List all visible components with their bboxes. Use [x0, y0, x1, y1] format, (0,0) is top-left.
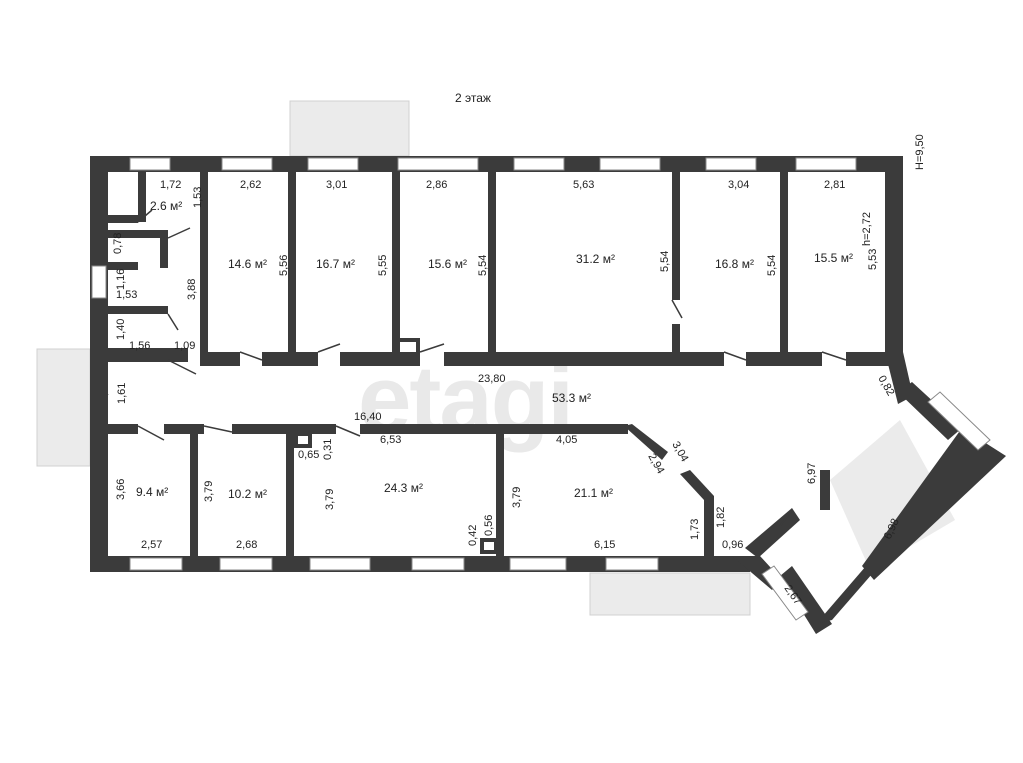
- dim-6-53: 6,53: [380, 434, 401, 446]
- dim-3-04: 3,04: [728, 179, 749, 191]
- dim-2-81: 2,81: [824, 179, 845, 191]
- dim-3-88: 3,88: [186, 279, 198, 300]
- dim-1-09: 1,09: [174, 340, 195, 352]
- dimension-labels: 1,72 1,53 1,56 1,09 2,62 3,01 2,86 5,63 …: [116, 179, 845, 551]
- dim-2-86: 2,86: [426, 179, 447, 191]
- height-total: H=9,50: [914, 134, 926, 170]
- balcony-left: [36, 348, 91, 467]
- dim-1-73: 1,73: [689, 519, 701, 540]
- dim-16-40: 16,40: [354, 411, 382, 423]
- dim-5-54a: 5,54: [477, 255, 489, 276]
- dim-2-68: 2,68: [236, 539, 257, 551]
- dim-1-72: 1,72: [160, 179, 181, 191]
- room-area-3: 15.6 м²: [428, 257, 467, 271]
- dim-5-55: 5,55: [377, 255, 389, 276]
- dim-4-05: 4,05: [556, 434, 577, 446]
- dim-0-96: 0,96: [722, 539, 743, 551]
- room-area-wc1: 2.6 м²: [150, 199, 182, 213]
- room-area-9: 24.3 м²: [384, 481, 423, 495]
- dimension-labels-vertical: 1,53 0,78 1,16 3,88 1,40 5,56 5,55 5,54 …: [112, 187, 902, 546]
- dim-6-15: 6,15: [594, 539, 615, 551]
- dim-0-65: 0,65: [298, 449, 319, 461]
- dim-5-63: 5,63: [573, 179, 594, 191]
- dim-3-04b: 3,04: [669, 440, 690, 465]
- outer-walls: [90, 156, 1006, 634]
- dim-2-62: 2,62: [240, 179, 261, 191]
- dim-1-82: 1,82: [715, 507, 727, 528]
- doors: [93, 209, 847, 527]
- dim-5-56: 5,56: [278, 255, 290, 276]
- dim-1-61: 1,61: [116, 383, 128, 404]
- room-area-2: 16.7 м²: [316, 257, 355, 271]
- dim-1-16: 1,16: [115, 269, 127, 290]
- room-area-6: 15.5 м²: [814, 251, 853, 265]
- dim-0-56: 0,56: [483, 515, 495, 536]
- dim-0-42: 0,42: [467, 525, 479, 546]
- dim-5-54b: 5,54: [659, 251, 671, 272]
- dim-5-53: 5,53: [867, 249, 879, 270]
- dim-1-56: 1,56: [129, 340, 150, 352]
- dim-3-01: 3,01: [326, 179, 347, 191]
- room-area-10: 21.1 м²: [574, 486, 613, 500]
- dim-1-53a: 1,53: [192, 187, 204, 208]
- windows: [91, 157, 991, 621]
- dim-3-66: 3,66: [115, 479, 127, 500]
- balcony-bottom: [589, 572, 751, 616]
- room-area-corridor: 53.3 м²: [552, 391, 591, 405]
- dim-6-97: 6,97: [806, 463, 818, 484]
- dim-1-53b: 1,53: [116, 289, 137, 301]
- dim-23-80: 23,80: [478, 373, 506, 385]
- dim-0-78: 0,78: [112, 233, 124, 254]
- dim-2-57: 2,57: [141, 539, 162, 551]
- floor-title: 2 этаж: [455, 91, 491, 105]
- room-area-8: 10.2 м²: [228, 487, 267, 501]
- dim-h-2-72: h=2,72: [861, 212, 873, 246]
- room-area-4: 31.2 м²: [576, 252, 615, 266]
- room-area-1: 14.6 м²: [228, 257, 267, 271]
- dim-1-40: 1,40: [115, 319, 127, 340]
- interior-walls: [108, 172, 890, 558]
- room-area-7: 9.4 м²: [136, 485, 168, 499]
- dim-3-79b: 3,79: [324, 489, 336, 510]
- room-area-5: 16.8 м²: [715, 257, 754, 271]
- dim-5-54c: 5,54: [766, 255, 778, 276]
- dim-3-79a: 3,79: [203, 481, 215, 502]
- dim-3-79c: 3,79: [511, 487, 523, 508]
- balcony-top: [289, 100, 410, 157]
- dim-0-31: 0,31: [322, 439, 334, 460]
